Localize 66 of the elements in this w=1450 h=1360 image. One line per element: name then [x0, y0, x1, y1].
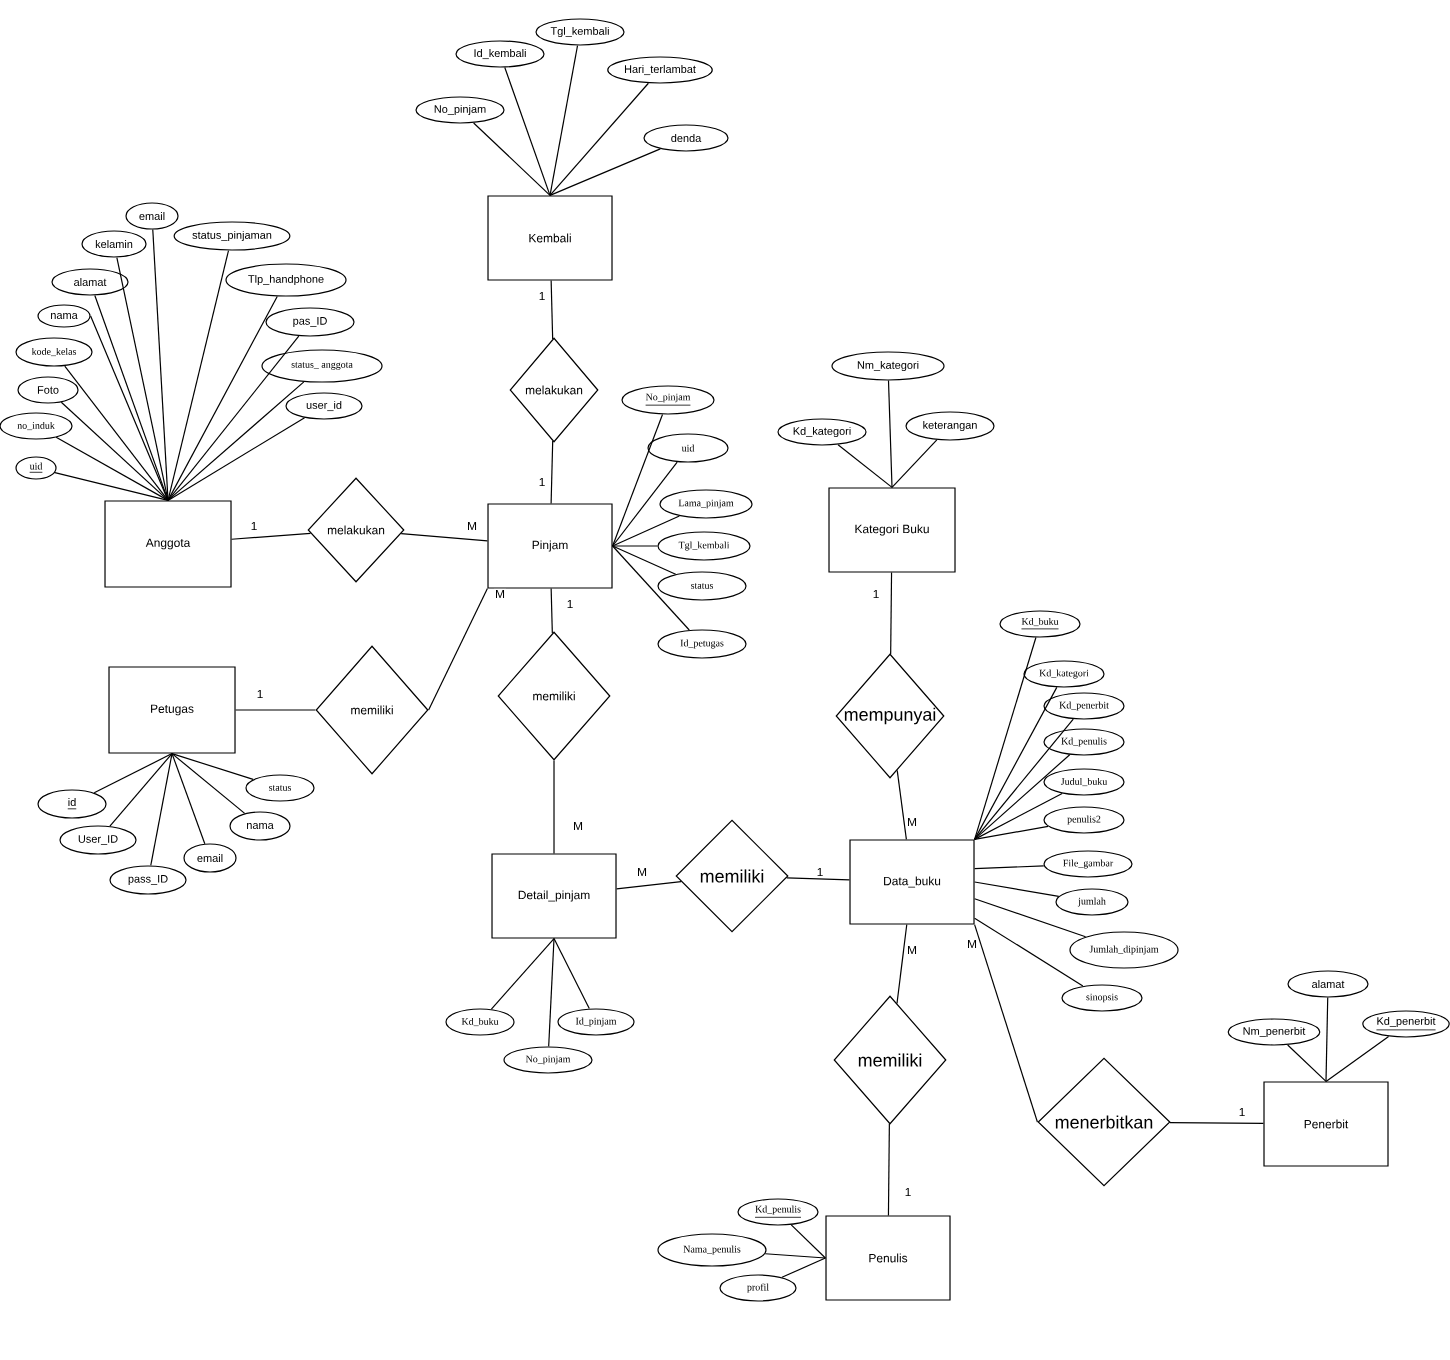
connector-line — [550, 588, 553, 634]
attribute-line — [974, 898, 1087, 938]
connector-line — [887, 1123, 890, 1216]
attribute-line — [612, 545, 690, 631]
attribute-line — [549, 148, 661, 196]
attribute-line — [790, 1224, 826, 1259]
attribute-line — [549, 44, 579, 196]
attribute-line — [974, 718, 1074, 840]
attribute-line — [54, 472, 169, 501]
connector-line — [231, 532, 312, 540]
connector-line — [400, 533, 488, 542]
attribute-line — [612, 461, 678, 547]
connector-line — [550, 440, 554, 504]
attribute-line — [109, 753, 173, 827]
attribute-line — [974, 825, 1049, 840]
attribute-line — [549, 82, 649, 196]
attribute-line — [781, 1257, 826, 1278]
attribute-line — [171, 753, 246, 814]
attribute-line — [1287, 1044, 1327, 1082]
attribute-line — [891, 439, 938, 488]
attribute-line — [473, 122, 551, 196]
attribute-line — [171, 753, 206, 845]
attribute-line — [612, 545, 658, 547]
attribute-line — [974, 754, 1071, 840]
attribute-line — [152, 229, 169, 501]
attribute-line — [167, 335, 300, 501]
attribute-line — [974, 792, 1063, 840]
connector-line — [235, 709, 316, 711]
connector-line — [896, 924, 908, 1004]
attribute-line — [974, 881, 1060, 897]
attribute-line — [150, 753, 173, 867]
attribute-line — [64, 365, 169, 501]
attribute-line — [548, 938, 555, 1047]
attribute-line — [55, 436, 169, 501]
connector-line — [974, 924, 1038, 1123]
connector-line — [550, 280, 554, 340]
attribute-line — [167, 417, 306, 501]
attribute-line — [116, 256, 169, 501]
attribute-line — [167, 295, 278, 501]
attribute-line — [837, 444, 893, 488]
attribute-line — [504, 66, 551, 196]
attribute-line — [167, 249, 230, 501]
connector-line — [890, 572, 893, 655]
attribute-line — [60, 401, 169, 501]
attribute-line — [974, 865, 1045, 870]
attribute-line — [974, 917, 1084, 987]
attribute-line — [612, 545, 677, 575]
attribute-line — [612, 515, 680, 547]
connector-line — [896, 769, 907, 840]
connector-line — [616, 881, 682, 890]
attribute-line — [93, 753, 173, 794]
attribute-line — [612, 413, 664, 547]
attribute-line — [887, 380, 893, 488]
attribute-line — [1325, 997, 1329, 1082]
attribute-line — [974, 686, 1058, 840]
connector-line — [786, 877, 850, 881]
attribute-line — [974, 636, 1037, 840]
connector-line — [553, 760, 555, 854]
attribute-line — [167, 381, 305, 501]
attribute-line — [1325, 1035, 1390, 1082]
attribute-line — [171, 753, 254, 781]
connector-line — [428, 588, 488, 711]
connector-line — [1169, 1122, 1264, 1125]
attribute-line — [490, 938, 555, 1010]
attribute-line — [553, 938, 590, 1010]
attribute-line — [764, 1253, 826, 1259]
